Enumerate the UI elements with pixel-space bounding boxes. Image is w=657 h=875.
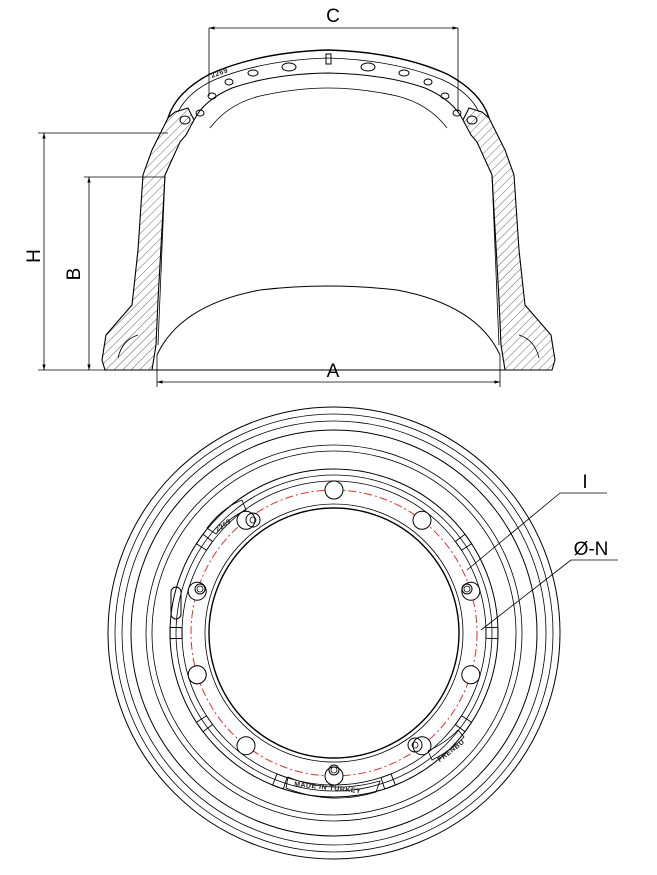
label-n: Ø-N [574,539,609,560]
label-h: H [24,249,45,263]
bolt-hole [461,581,481,601]
bolt-holes [187,480,481,786]
svg-text:FRENBU: FRENBU [437,739,467,764]
inner-rim-curve [156,285,501,356]
bolt-hole [324,766,344,786]
label-a: A [327,361,340,382]
bolt-hole [236,736,256,756]
left-wall-section [101,107,195,371]
rib-slot [485,626,499,640]
rib-slot [380,773,396,790]
bolt-hole [324,480,344,500]
dimension-h [38,132,168,371]
small-holes [194,512,473,776]
bolt-circle [190,489,478,777]
dimension-c [208,26,459,112]
top-plan-view: 2269 MADE IN TURKEY FRENBU I Ø-N [107,406,618,860]
left-foot-detail [117,334,139,359]
right-foot-detail [518,334,540,359]
leader-i [466,492,607,571]
top-face-holes [179,53,478,125]
svg-text:MADE IN TURKEY: MADE IN TURKEY [294,781,362,795]
dimension-b [84,176,165,370]
top-mounting-face [167,49,490,119]
label-b: B [64,268,85,281]
dimension-a [156,355,501,387]
label-i: I [582,472,587,493]
bolt-hole [461,665,481,685]
rib-slot [272,773,288,790]
leader-n [480,559,618,631]
rib-slot [169,626,183,640]
balance-notch [170,586,182,620]
bolt-hole [412,510,432,530]
label-c: C [326,6,340,27]
rib-slot [454,533,473,551]
side-section-view: 2269 C H B [24,6,556,387]
right-wall-section [462,107,556,371]
rib-slot [195,533,214,551]
center-bore [208,507,460,759]
reinforcement-ribs [169,533,499,790]
outer-rim [107,406,561,860]
rib-slot [195,715,214,733]
rib-slot [454,715,473,733]
bolt-hole [187,665,207,685]
